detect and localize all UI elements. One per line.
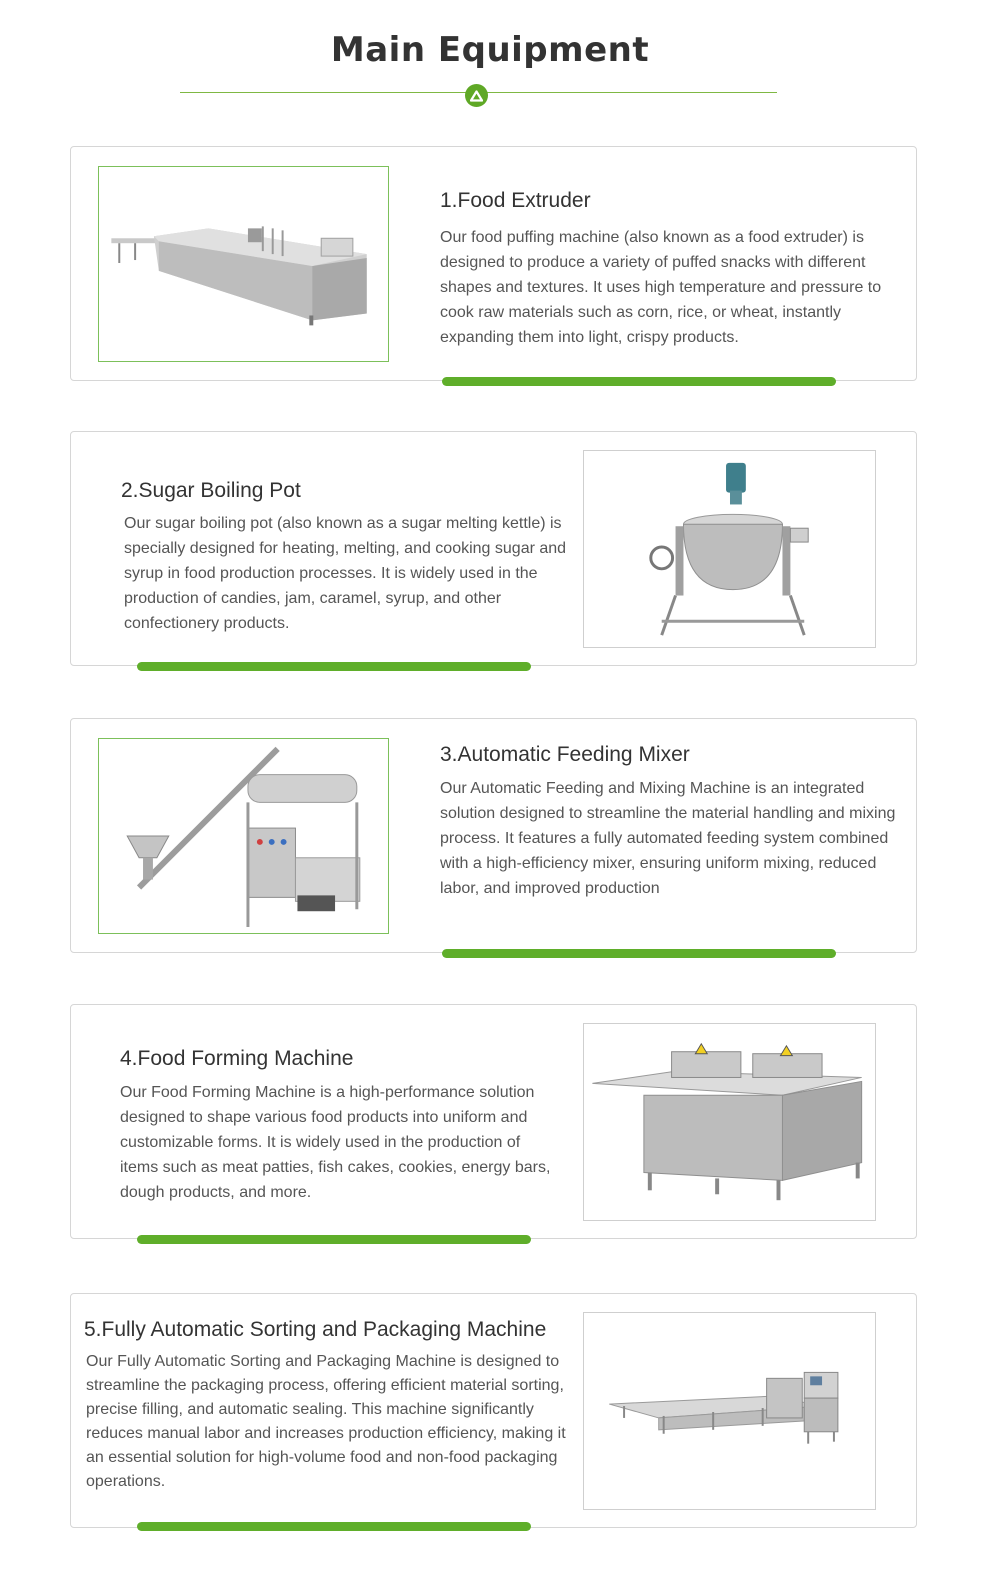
packaging-machine-image bbox=[583, 1312, 876, 1510]
accent-bar bbox=[442, 377, 836, 386]
equipment-card-food-extruder: 1.Food Extruder Our food puffing machine… bbox=[70, 146, 917, 386]
equipment-title: 1.Food Extruder bbox=[440, 189, 591, 212]
page-title: Main Equipment bbox=[330, 30, 650, 70]
equipment-card-food-forming-machine: 4.Food Forming Machine Our Food Forming … bbox=[70, 1004, 917, 1244]
food-forming-machine-image bbox=[583, 1023, 876, 1221]
equipment-card-packaging-machine: 5.Fully Automatic Sorting and Packaging … bbox=[70, 1293, 917, 1531]
sugar-boiling-pot-image bbox=[583, 450, 876, 648]
triangle-up-icon bbox=[465, 84, 488, 107]
equipment-description: Our Food Forming Machine is a high-perfo… bbox=[120, 1084, 551, 1201]
accent-bar bbox=[137, 1235, 531, 1244]
equipment-description: Our sugar boiling pot (also known as a s… bbox=[124, 515, 567, 632]
feeding-mixer-image bbox=[98, 738, 389, 934]
equipment-description: Our food puffing machine (also known as … bbox=[440, 229, 882, 346]
equipment-card-sugar-boiling-pot: 2.Sugar Boiling Pot Our sugar boiling po… bbox=[70, 431, 917, 671]
equipment-title: 4.Food Forming Machine bbox=[120, 1047, 354, 1070]
equipment-title: 5.Fully Automatic Sorting and Packaging … bbox=[84, 1318, 547, 1341]
equipment-title: 2.Sugar Boiling Pot bbox=[121, 479, 301, 502]
equipment-description: Our Fully Automatic Sorting and Packagin… bbox=[86, 1353, 566, 1490]
accent-bar bbox=[442, 949, 836, 958]
food-extruder-image bbox=[98, 166, 389, 362]
equipment-card-feeding-mixer: 3.Automatic Feeding Mixer Our Automatic … bbox=[70, 718, 917, 958]
accent-bar bbox=[137, 1522, 531, 1531]
accent-bar bbox=[137, 662, 531, 671]
equipment-description: Our Automatic Feeding and Mixing Machine… bbox=[440, 780, 896, 897]
equipment-title: 3.Automatic Feeding Mixer bbox=[440, 743, 690, 766]
